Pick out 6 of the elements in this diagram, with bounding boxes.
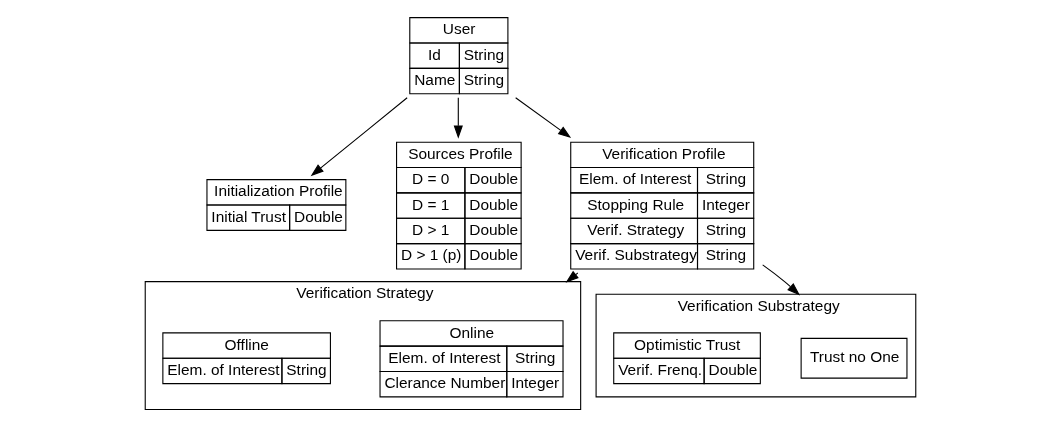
- arrow: [453, 97, 463, 139]
- arrow: [565, 270, 579, 283]
- node-box: Trust no One: [800, 337, 908, 379]
- arrow: [762, 264, 801, 296]
- arrow: [310, 97, 408, 177]
- arrow: [515, 97, 572, 138]
